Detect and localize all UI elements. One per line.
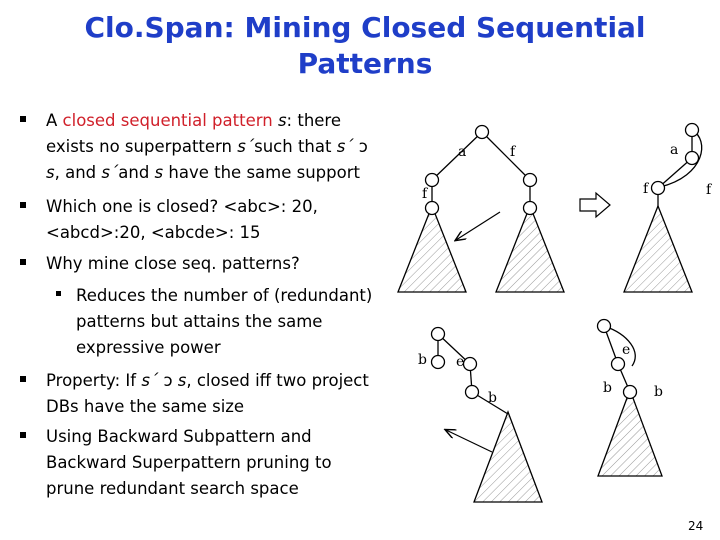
tree-node	[474, 124, 490, 140]
superset-symbol: ↄ	[158, 371, 178, 390]
edge	[431, 131, 483, 181]
tree-bottom-left: b e b	[418, 326, 543, 503]
variable-s: s	[177, 371, 187, 390]
tree-node	[522, 200, 538, 216]
tree-node	[462, 356, 478, 372]
bullet-text-line: expressive power	[76, 338, 221, 357]
tree-node	[430, 326, 446, 342]
tree-node	[430, 354, 446, 370]
slide-title: Clo.Span: Mining Closed Sequential Patte…	[60, 10, 670, 82]
bullet-text-line: s, and s´and s have the same support	[46, 160, 406, 185]
bullet-text-line: prune redundant search space	[46, 479, 299, 498]
tree-node	[596, 318, 612, 334]
arrow-icon	[446, 430, 493, 453]
edge-label-a: a	[670, 142, 678, 158]
edge-label-f: f	[706, 182, 713, 198]
bullet-marker	[20, 259, 26, 265]
text: exists no superpattern	[46, 137, 238, 156]
edge-label-a: a	[458, 144, 466, 160]
variable-s: s	[154, 163, 164, 182]
variable-s-prime: s´	[237, 137, 255, 156]
slide-number: 24	[688, 519, 704, 533]
bullet-text-line: Backward Superpattern pruning to	[46, 453, 332, 472]
bullet-text-line: <abcd>:20, <abcde>: 15	[46, 223, 261, 242]
tree-top-left: a f f	[397, 124, 565, 293]
tree-node	[522, 172, 538, 188]
edge	[657, 157, 693, 189]
subtree-triangle	[597, 388, 663, 477]
bullet-text-line: Property: If s´ ↄ s, closed iff two proj…	[46, 368, 406, 393]
arrow-icon	[456, 211, 501, 240]
bullet-text-line: Using Backward Subpattern and	[46, 427, 312, 446]
tree-node	[684, 150, 700, 166]
edge-label-b: b	[418, 352, 427, 368]
edge-label-f: f	[422, 186, 429, 202]
bullet-text-line: Why mine close seq. patterns?	[46, 254, 300, 273]
bullet-text-line: Reduces the number of (redundant)	[76, 286, 373, 305]
variable-s: s	[46, 163, 55, 182]
tree-node	[622, 384, 638, 400]
bullet-marker	[20, 202, 26, 208]
bullet-marker	[20, 376, 26, 382]
title-line-2: Patterns	[297, 47, 433, 80]
variable-s-prime: s´	[141, 371, 159, 390]
tree-bottom-right: e b b	[596, 318, 663, 477]
bullet-text-line: Which one is closed? <abc>: 20,	[46, 197, 318, 216]
tree-node	[684, 122, 700, 138]
subtree-triangle	[397, 204, 467, 293]
edge-label-f: f	[510, 144, 517, 160]
edge	[481, 131, 531, 181]
tree-node	[424, 200, 440, 216]
subtree-triangle	[473, 410, 543, 503]
bullet-text-line: exists no superpattern s´such that s´ ↄ	[46, 134, 406, 159]
superset-symbol: ↄ	[353, 137, 368, 156]
transform-arrow-icon	[579, 191, 611, 219]
edge-label-b: b	[603, 380, 612, 396]
bullet-text-line: DBs have the same size	[46, 397, 245, 416]
variable-s: s	[277, 111, 287, 130]
tree-node	[424, 172, 440, 188]
title-line-1: Clo.Span: Mining Closed Sequential	[84, 11, 646, 44]
variable-s-prime: s´	[336, 137, 354, 156]
edge-label-f: f	[643, 181, 650, 197]
bullet-marker	[20, 116, 26, 122]
bullet-text-line: patterns but attains the same	[76, 312, 323, 331]
tree-node	[650, 180, 666, 196]
bullet-marker	[20, 432, 26, 438]
bullet-text-line: A closed sequential pattern s: there	[46, 108, 406, 133]
text: have the same support	[163, 163, 360, 182]
edge-label-e: e	[622, 342, 630, 358]
text: and	[118, 163, 155, 182]
edge-label-b: b	[488, 390, 497, 406]
text: Property: If	[46, 371, 142, 390]
tree-node	[464, 384, 480, 400]
text: A	[46, 111, 63, 130]
variable-s-prime: s´	[101, 163, 119, 182]
subtree-triangle	[623, 204, 693, 293]
edge	[437, 333, 471, 365]
highlight-text: closed sequential pattern	[62, 111, 273, 130]
bullet-marker	[56, 291, 61, 296]
subtree-triangle	[495, 204, 565, 293]
edge-label-e: e	[456, 354, 464, 370]
tree-node	[610, 356, 626, 372]
edge-label-b: b	[654, 384, 663, 400]
tree-top-right: a f f	[623, 122, 713, 293]
text: , closed iff two project	[186, 371, 369, 390]
text: : there	[286, 111, 342, 130]
text: such that	[254, 137, 337, 156]
text: , and	[54, 163, 102, 182]
